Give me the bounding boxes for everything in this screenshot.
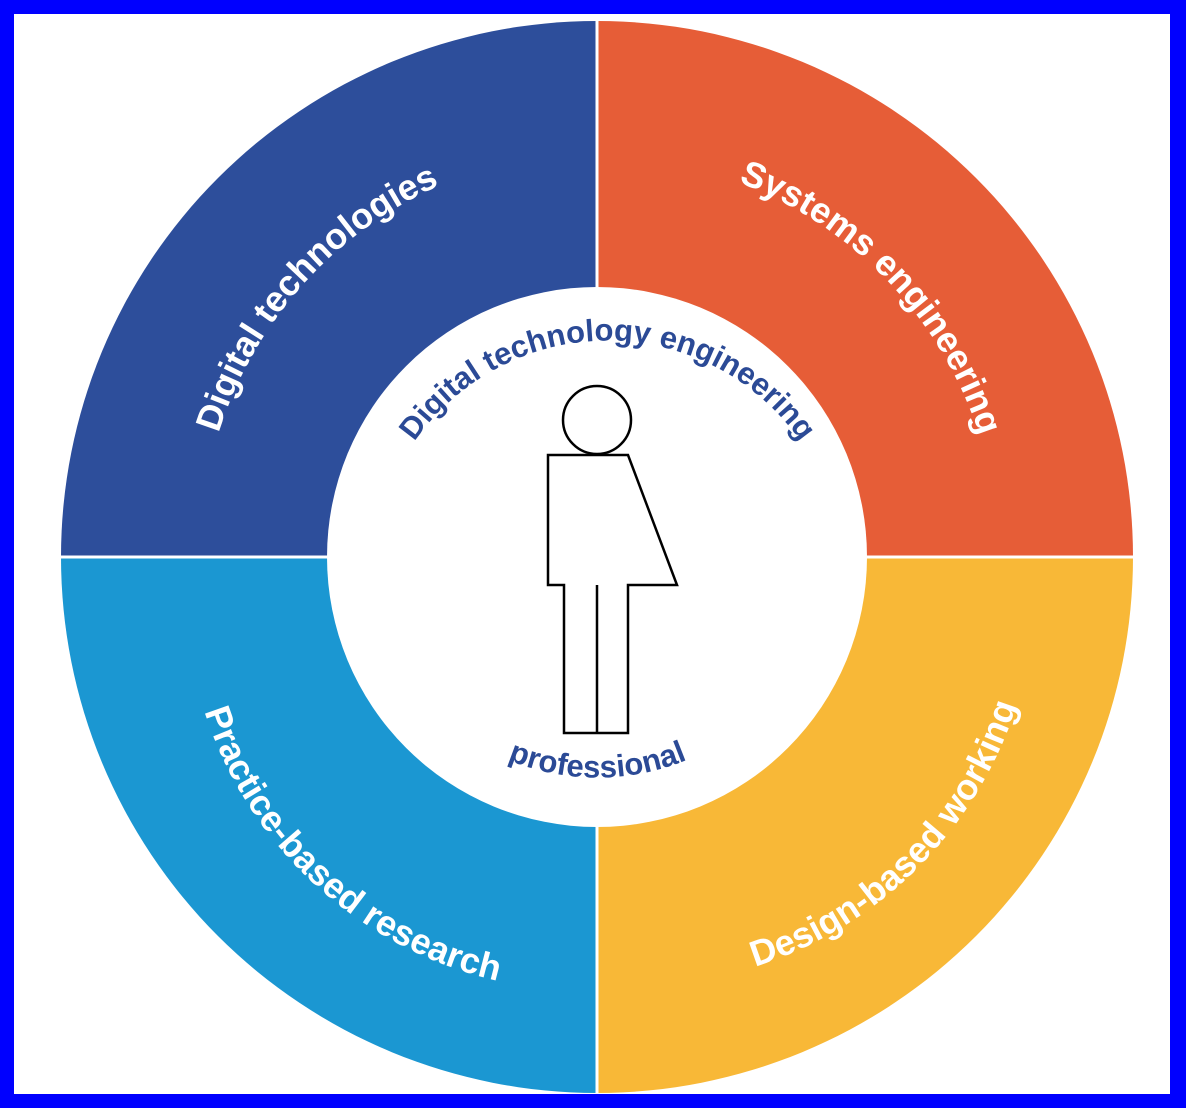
person-head — [561, 384, 633, 456]
person-body — [546, 453, 679, 735]
person-icon — [546, 384, 679, 735]
